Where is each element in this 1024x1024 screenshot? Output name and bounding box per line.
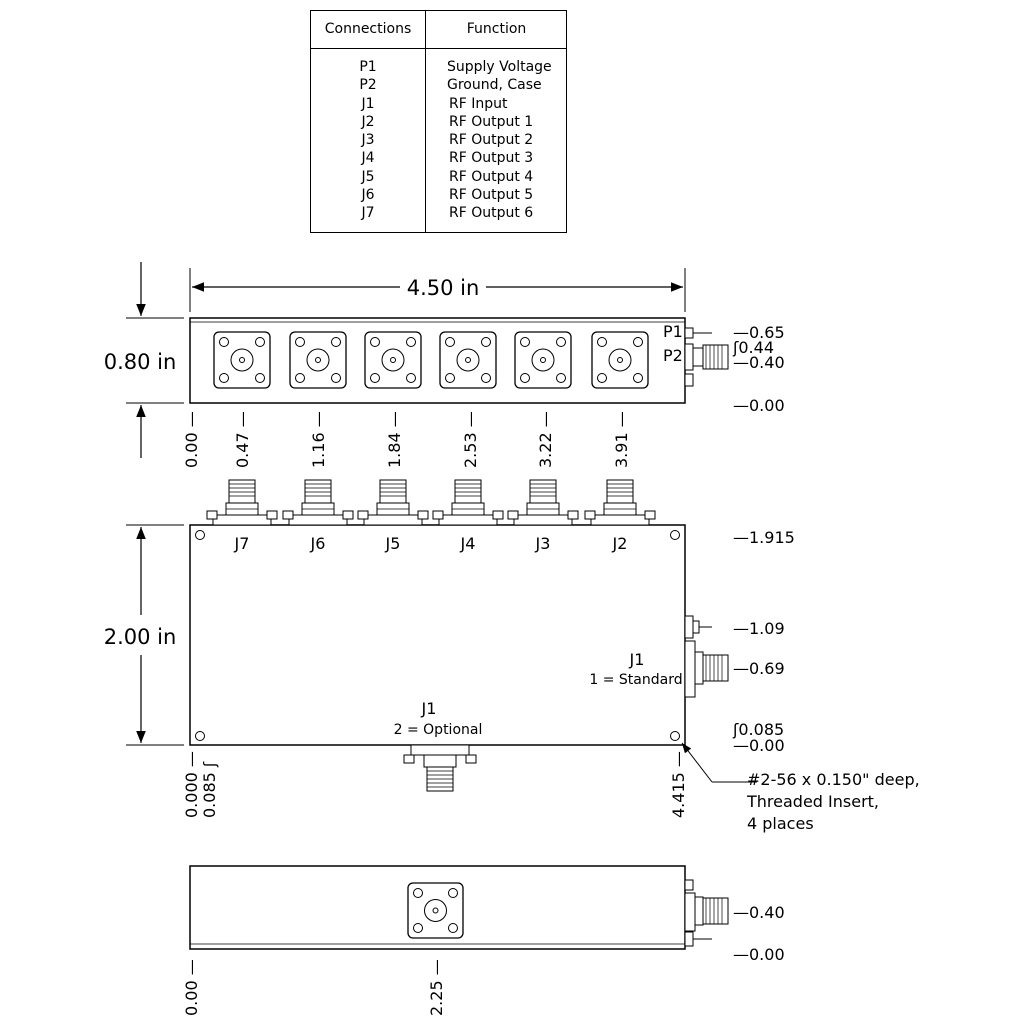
dim-label: —0.65 (733, 323, 785, 342)
connector-label-j5: J5 (385, 534, 401, 553)
dim-label: 0.000 — (182, 751, 201, 818)
output-connectors (206, 479, 656, 526)
sma-connector (584, 479, 656, 526)
table-cell-func: RF Input (449, 95, 508, 112)
dim-label: 2.53 — (461, 411, 480, 468)
table-cell-conn: J6 (361, 187, 375, 204)
dim-label: 0.00 — (182, 411, 201, 468)
table-cell-func: RF Output 6 (449, 205, 534, 222)
table-cell-func: RF Output 3 (449, 150, 534, 167)
dim-label: 3.91 — (612, 411, 631, 468)
flange-connector (514, 331, 572, 389)
dim-label: 2.25 — (427, 959, 446, 1016)
table-cell-conn: J4 (361, 150, 375, 167)
flange-connector (364, 331, 422, 389)
dim-label: ʃ0.44 (732, 338, 774, 357)
table-cell-func: Ground, Case (447, 77, 542, 94)
table-cell-conn: P1 (359, 59, 377, 75)
height-dimension-label: 2.00 in (104, 625, 177, 649)
connector-label-j7: J7 (234, 534, 250, 553)
table-cell-conn: P2 (359, 77, 377, 94)
connector-label-j6: J6 (310, 534, 326, 553)
dim-label: ʃ0.085 (732, 720, 784, 739)
dim-label: 0.47 — (233, 411, 252, 468)
bottom-dimensions: 0.00 — 0.47 — 1.16 — 1.84 — 2.53 — 3.22 … (182, 411, 631, 468)
side-connectors-right (684, 879, 729, 947)
sma-connector (507, 479, 579, 526)
table-cell-func: RF Output 1 (449, 113, 534, 130)
dim-label: 1.84 — (385, 411, 404, 468)
dim-label: —1.09 (733, 619, 785, 638)
table-cell-conn: J3 (361, 132, 375, 149)
p1-pin (684, 327, 712, 339)
dim-label: —1.915 (733, 528, 795, 547)
connector-label-j3: J3 (535, 534, 551, 553)
connections-table: Connections Function P1 P2 J1 J2 J3 J4 J… (310, 10, 567, 233)
flange-connector (591, 331, 649, 389)
j1-standard-label: J1 (629, 650, 645, 669)
sma-connector (282, 479, 354, 526)
flange-connectors (213, 331, 649, 389)
flange-connector (439, 331, 497, 389)
front-view: 2.00 in J7 J6 J5 J4 J3 J2 (104, 479, 920, 833)
connections-column: P1 P2 J1 J2 J3 J4 J5 J6 J7 (311, 58, 425, 223)
j1-optional-label: J1 (421, 699, 437, 718)
header-function: Function (466, 21, 527, 37)
p1-label: P1 (663, 322, 683, 341)
dim-label: 4.415 — (669, 751, 688, 818)
height-dimension-label: 0.80 in (104, 350, 177, 374)
mounting-hole (670, 731, 680, 741)
dim-label: 1.16 — (309, 411, 328, 468)
dim-label: 0.085 ʃ (200, 761, 219, 818)
table-cell-func: Supply Voltage (447, 59, 552, 75)
table-cell-conn: J5 (361, 168, 375, 185)
width-dimension-label: 4.50 in (407, 276, 480, 300)
dim-label: 0.00 — (182, 959, 201, 1016)
dim-label: —0.40 (733, 903, 785, 922)
table-cell-conn: J7 (361, 205, 375, 222)
table-divider (425, 11, 426, 232)
dim-label: —0.00 (733, 396, 785, 415)
table-cell-conn: J2 (361, 113, 375, 130)
table-cell-func: RF Output 2 (449, 132, 534, 149)
top-view: 4.50 in 0.80 in P1 P2 (104, 262, 785, 468)
dim-label: —0.00 (733, 945, 785, 964)
j1-standard-note: 1 = Standard (589, 672, 682, 688)
j1-optional-connector (403, 744, 477, 792)
j1-optional-note: 2 = Optional (394, 722, 483, 738)
callout-leader (681, 742, 713, 783)
j1-optional-flange (407, 882, 464, 939)
p2-side-connector (684, 343, 729, 387)
dim-label: 3.22 — (536, 411, 555, 468)
dim-label: —0.69 (733, 659, 785, 678)
connector-label-j4: J4 (460, 534, 476, 553)
function-column: Supply Voltage Ground, Case RF Input RF … (447, 58, 567, 223)
table-header-rule (311, 48, 566, 49)
table-cell-func: RF Output 4 (449, 168, 534, 185)
p2-label: P2 (663, 346, 683, 365)
mounting-hole (195, 530, 205, 540)
j1-standard-connector (684, 640, 729, 698)
sma-connector (357, 479, 429, 526)
flange-connector (213, 331, 271, 389)
mounting-hole (670, 530, 680, 540)
sma-connector (432, 479, 504, 526)
connector-label-j2: J2 (612, 534, 628, 553)
sma-connector (206, 479, 278, 526)
callout-line-3: 4 places (747, 814, 814, 833)
callout-line-1: #2-56 x 0.150" deep, (747, 770, 920, 789)
side-view: —0.40 —0.00 0.00 — 2.25 — (182, 865, 785, 1016)
flange-connector (289, 331, 347, 389)
mounting-hole (195, 731, 205, 741)
housing-front (189, 524, 686, 746)
header-connections: Connections (324, 21, 412, 37)
dim-label: —0.40 (733, 353, 785, 372)
p-pins-side (684, 615, 712, 639)
table-cell-func: RF Output 5 (449, 187, 534, 204)
callout-line-2: Threaded Insert, (746, 792, 879, 811)
dim-label: —0.00 (733, 736, 785, 755)
table-cell-conn: J1 (361, 95, 375, 112)
